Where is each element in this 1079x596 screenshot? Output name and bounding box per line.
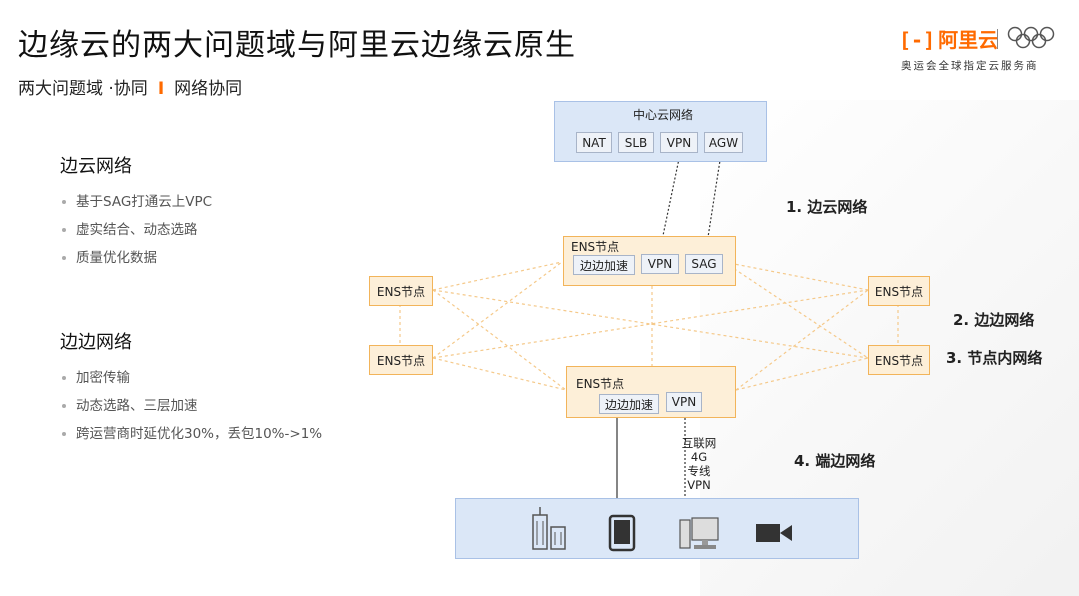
ens-top-cell-edge-accel: 边边加速 [573,255,635,275]
section-heading-edge-cloud: 边云网络 [60,156,132,177]
annotation-edge-cloud: 1. 边云网络 [786,198,868,216]
alibaba-cloud-logo: [-]阿里云 奥运会全球指定云服务商 [899,24,1059,74]
ens-node-bottom-label: ENS节点 [576,377,625,391]
subtitle-subtopic: 网络协同 [174,79,243,99]
cloud-cell-vpn: VPN [660,132,698,153]
list-item-text: 虚实结合、动态选路 [76,222,198,238]
page-subtitle: 两大问题域 ·协同 I 网络协同 [18,74,242,99]
access-methods-label: 互联网 4G 专线 VPN [682,436,717,492]
subtitle-topic: 两大问题域 ·协同 [18,79,148,99]
center-cloud-label: 中心云网络 [633,108,694,122]
cloud-edge-links [616,153,722,498]
logo-brand: [-]阿里云 [899,24,998,53]
list-item-text: 基于SAG打通云上VPC [76,194,213,210]
cloud-cell-nat: NAT [576,132,612,153]
list-item-text: 质量优化数据 [76,250,157,266]
list-item: 虚实结合、动态选路 [62,218,198,238]
annotation-intra-node: 3. 节点内网络 [946,349,1043,367]
access-method-leased-line: 专线 [687,464,711,478]
subtitle-separator: I [157,79,165,99]
list-item: 基于SAG打通云上VPC [62,190,212,210]
cloud-cell-slb: SLB [618,132,654,153]
left-panel: 边云网络 基于SAG打通云上VPC 虚实结合、动态选路 质量优化数据 边边网络 … [0,102,340,562]
access-method-vpn: VPN [687,478,711,492]
tablet-icon [608,514,636,552]
list-item-text: 加密传输 [76,370,130,386]
desktop-computer-icon [679,517,719,549]
ens-bottom-cell-vpn: VPN [666,392,702,412]
bullet-icon [62,228,66,232]
list-item: 质量优化数据 [62,246,157,266]
logo-brand-text: 阿里云 [938,28,999,52]
device-endpoints-area [455,498,859,559]
camera-icon [756,524,792,542]
access-method-4g: 4G [690,450,708,464]
olympic-rings-icon [1007,26,1055,49]
annotation-edge-edge: 2. 边边网络 [953,311,1035,329]
annotation-device-edge: 4. 端边网络 [794,452,876,470]
ens-node-left-top: ENS节点 [369,276,433,306]
logo-tagline: 奥运会全球指定云服务商 [901,60,1039,72]
ens-node-top-label: ENS节点 [571,240,620,254]
bullet-icon [62,404,66,408]
logo-mark: [-] [899,28,936,52]
list-item-text: 动态选路、三层加速 [76,398,198,414]
ens-node-right-top: ENS节点 [868,276,930,306]
bullet-icon [62,376,66,380]
page-title: 边缘云的两大问题域与阿里云边缘云原生 [18,28,576,63]
ens-node-right-bottom: ENS节点 [868,345,930,375]
ens-node-left-bottom: ENS节点 [369,345,433,375]
bullet-icon [62,200,66,204]
bullet-icon [62,432,66,436]
cloud-cell-agw: AGW [704,132,743,153]
ens-bottom-cell-edge-accel: 边边加速 [599,394,659,414]
list-item: 加密传输 [62,366,130,386]
ens-top-cell-sag: SAG [685,254,723,274]
section-heading-edge-edge: 边边网络 [60,332,132,353]
list-item: 动态选路、三层加速 [62,394,198,414]
ens-top-cell-vpn: VPN [641,254,679,274]
list-item: 跨运营商时延优化30%，丢包10%->1% [62,422,322,442]
edge-mesh-lines [399,261,899,391]
logo-divider [997,29,998,49]
building-icon [532,507,566,550]
bullet-icon [62,256,66,260]
access-method-internet: 互联网 [681,436,717,450]
list-item-text: 跨运营商时延优化30%，丢包10%->1% [76,426,323,442]
